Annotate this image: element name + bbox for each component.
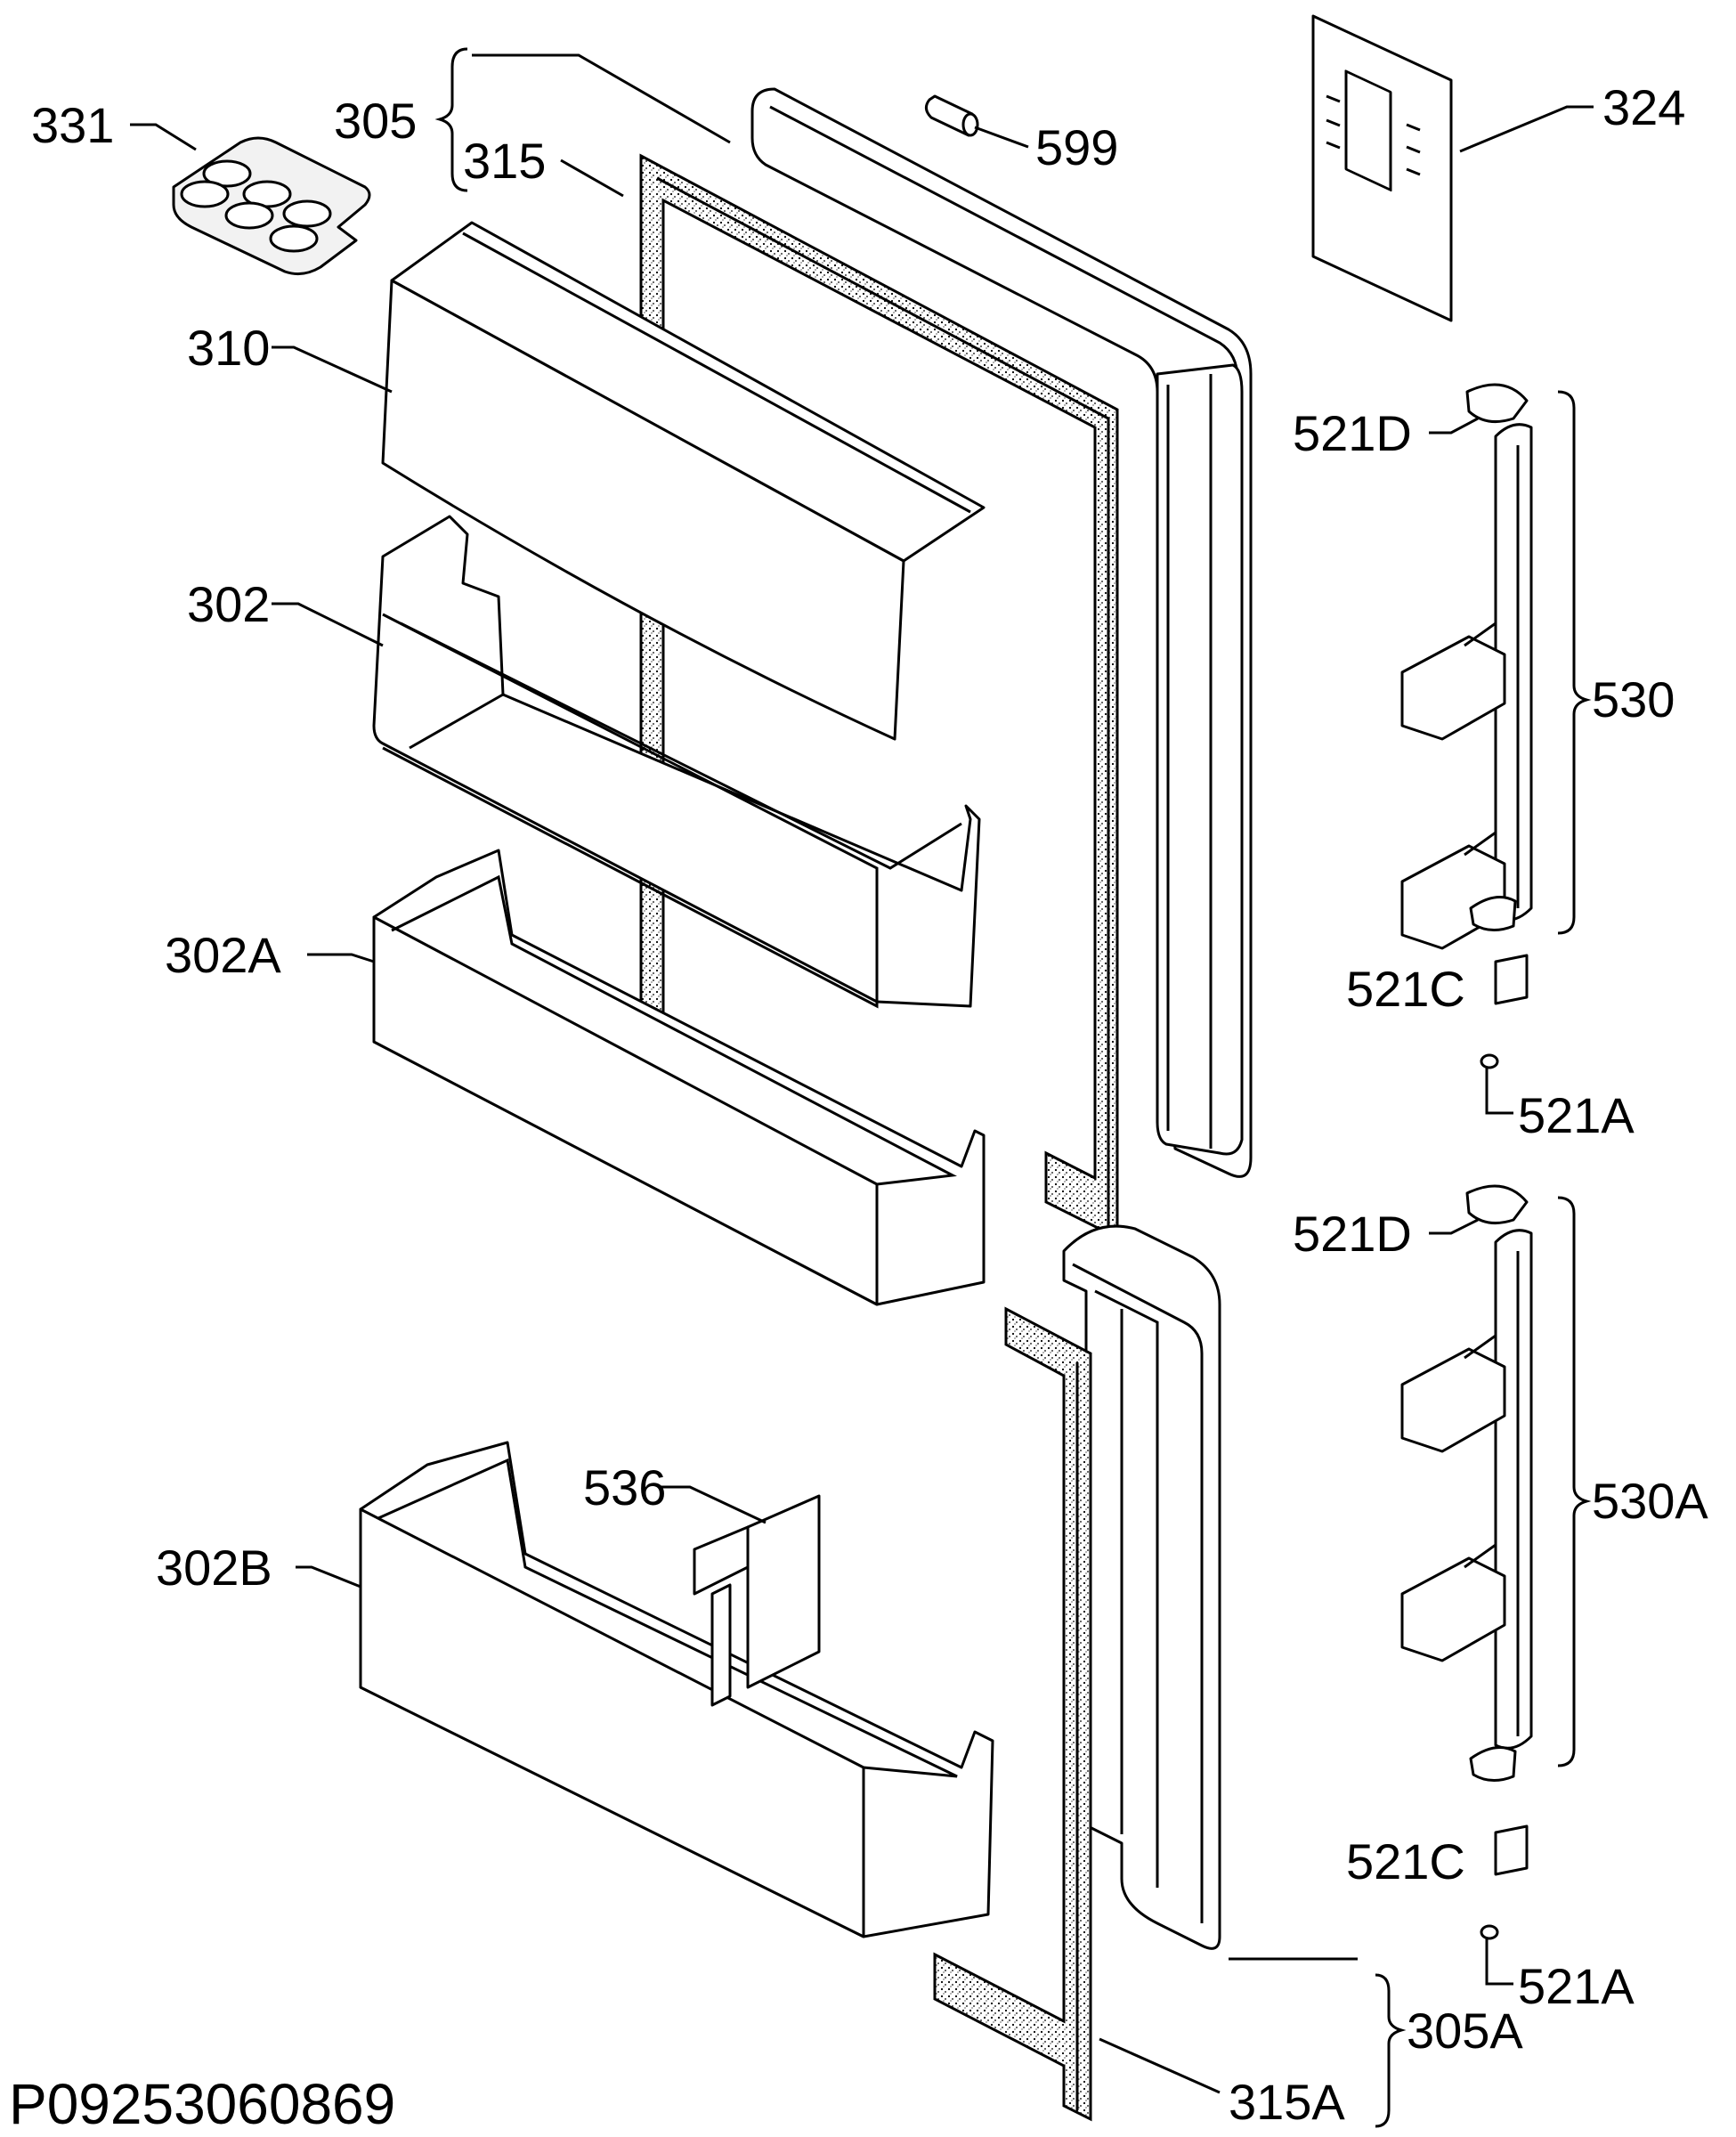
door-bin-302a	[372, 849, 986, 1306]
instruction-label-324	[1311, 14, 1453, 322]
label-310: 310	[187, 320, 270, 376]
label-530: 530	[1592, 671, 1675, 727]
lower-door-gasket	[933, 1306, 1092, 2122]
document-id: P09253060869	[9, 2072, 395, 2136]
label-315a: 315A	[1229, 2074, 1345, 2130]
label-530a: 530A	[1592, 1473, 1708, 1529]
label-324: 324	[1602, 79, 1685, 135]
leader-lines	[130, 53, 1594, 2094]
label-599: 599	[1035, 119, 1118, 175]
upper-door-panel	[750, 87, 1253, 1178]
shelf-divider-536	[693, 1494, 821, 1707]
brace-530	[1557, 390, 1592, 935]
label-315: 315	[463, 133, 546, 189]
brace-530a	[1557, 1196, 1592, 1767]
hinge-pin-cover-521c-top	[1494, 954, 1529, 1005]
brace-305	[434, 47, 468, 192]
label-302a: 302A	[165, 927, 281, 983]
label-305a: 305A	[1407, 2003, 1523, 2059]
label-521c-bottom: 521C	[1346, 1833, 1465, 1889]
door-bin-302b	[359, 1441, 994, 1938]
egg-tray	[172, 136, 371, 276]
door-bin-302	[372, 515, 981, 1009]
label-305: 305	[334, 93, 417, 149]
label-536: 536	[583, 1459, 666, 1515]
lower-door-panel	[1062, 1224, 1221, 1950]
label-521a-bottom: 521A	[1518, 1958, 1635, 2014]
label-521a-top: 521A	[1518, 1087, 1635, 1143]
label-331: 331	[31, 97, 114, 153]
door-plug-599	[925, 94, 979, 137]
hinge-assembly-530	[1400, 383, 1533, 950]
label-302b: 302B	[156, 1540, 272, 1596]
label-521d-top: 521D	[1293, 405, 1412, 461]
label-521c-top: 521C	[1346, 961, 1465, 1017]
hinge-bushing-521a-top	[1480, 1053, 1499, 1069]
hinge-assembly-530a	[1400, 1184, 1533, 1782]
label-302: 302	[187, 576, 270, 632]
brace-305a	[1375, 1973, 1407, 2128]
hinge-bushing-521a-bottom	[1480, 1924, 1499, 1940]
hinge-pin-cover-521c-bottom	[1494, 1824, 1529, 1876]
shelf-lid-310	[381, 221, 986, 741]
label-521d-bottom: 521D	[1293, 1206, 1412, 1262]
